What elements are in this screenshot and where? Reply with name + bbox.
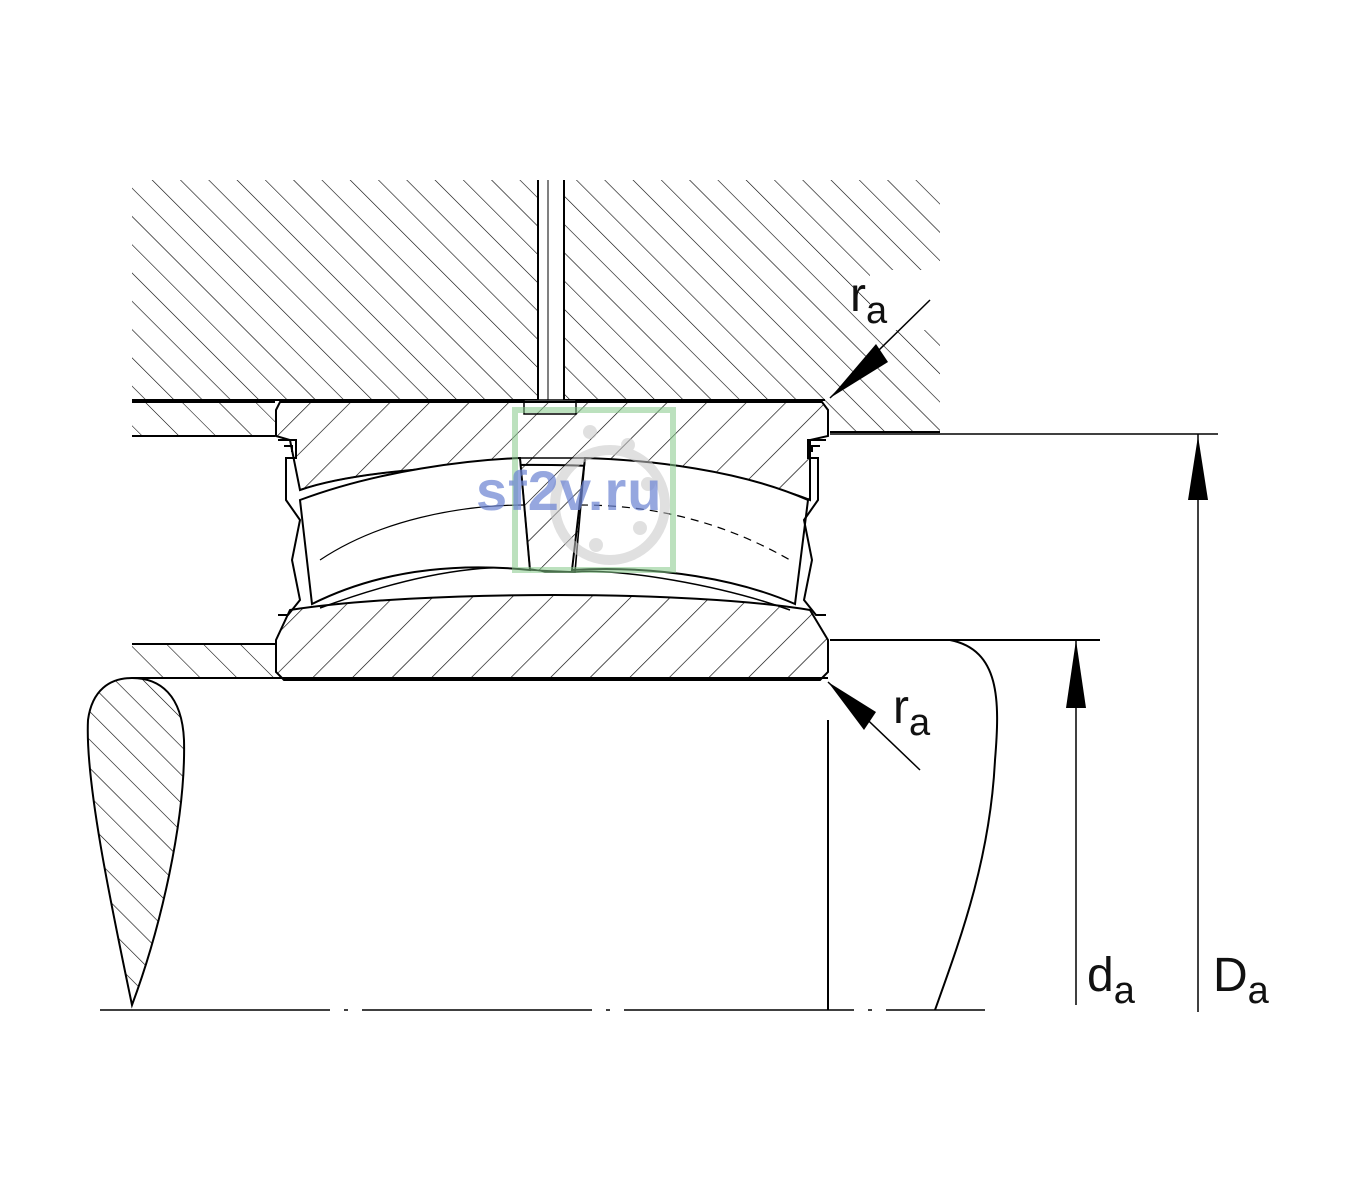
ra-leaders [827, 299, 931, 771]
label-Da-main: D [1213, 949, 1248, 1002]
label-ra-bottom-main: r [893, 681, 909, 734]
dimension-arrows [1066, 436, 1208, 708]
label-da-sub: a [1113, 970, 1135, 1012]
dimension-lines [830, 433, 1218, 1012]
seals [278, 439, 826, 616]
label-Da: Da [1213, 949, 1269, 1011]
label-ra-bottom: ra [893, 681, 930, 743]
housing [132, 180, 940, 437]
label-ra-top-sub: a [865, 290, 888, 332]
watermark-text: sf2v.ru [476, 459, 663, 522]
shaft-teardrop [86, 676, 186, 1009]
label-Da-sub: a [1247, 970, 1269, 1012]
watermark-logo [512, 407, 676, 573]
label-da: da [1087, 949, 1135, 1011]
label-da-main: d [1087, 949, 1114, 1002]
label-ra-top: ra [850, 269, 887, 331]
shaft-right [827, 639, 1100, 1011]
shaft-shoulder [132, 643, 828, 679]
label-ra-top-main: r [850, 269, 866, 322]
label-ra-bottom-sub: a [908, 702, 931, 744]
